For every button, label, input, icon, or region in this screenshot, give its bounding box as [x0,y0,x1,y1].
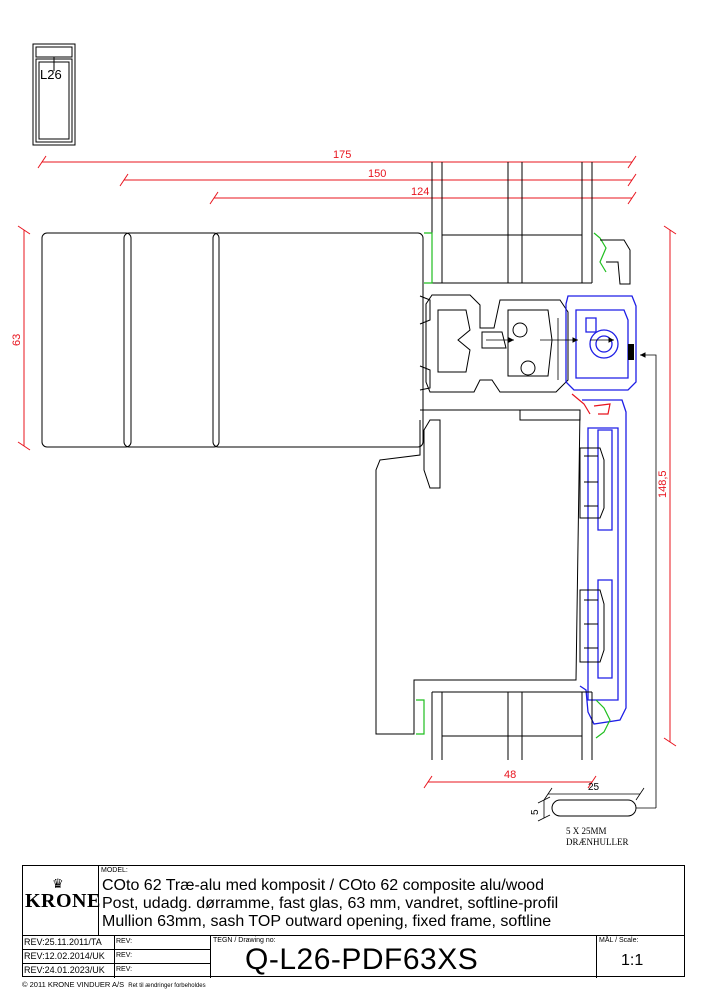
model-line-3: Mullion 63mm, sash TOP outward opening, … [102,913,552,930]
scale-value: 1:1 [621,952,644,969]
top-cap-profile [600,239,631,285]
dim-48: 48 [504,769,516,781]
crown-icon: ♛ [52,876,64,891]
technical-drawing: L26 175 150 124 63 148,5 48 [11,43,677,847]
glazing-bottom [431,691,593,760]
model-cell: MODEL: COto 62 Træ-alu med komposit / CO… [99,866,685,936]
drain-dims [537,787,645,822]
dim-175: 175 [333,149,351,161]
krone-logo: KRONE [25,890,101,912]
wood-frame [41,232,424,448]
rights-note: Ret til ændringer forbeholdes [128,983,206,989]
drain-note-line1: 5 X 25MM [566,826,607,836]
drawing-no-label: TEGN / Drawing no: [213,937,276,944]
scale-cell: MÅL / Scale: 1:1 [597,936,685,978]
model-line-1: COto 62 Træ-alu med komposit / COto 62 c… [102,877,544,894]
key-diagram [32,43,76,146]
dim-148-5: 148,5 [657,470,669,498]
model-label: MODEL: [101,867,128,874]
logo-cell: ♛ KRONE [23,866,101,936]
rev-blank-2: REV: [115,950,211,964]
rev-cell-2: REV:12.02.2014/UK [23,950,115,964]
gasket-bottom [416,699,611,739]
drain-slot [551,799,637,817]
drainage-arrows [486,318,657,809]
drawing-no-cell: TEGN / Drawing no: Q-L26-PDF63XS [211,936,597,978]
rev-cell-1: REV:25.11.2011/TA [23,936,115,950]
key-diagram-label: L26 [40,67,62,82]
drawing-no: Q-L26-PDF63XS [245,943,479,976]
dimension-lines [17,155,677,789]
red-gaskets [571,393,611,415]
dim-63: 63 [11,334,23,346]
sash-seal-black [628,344,634,360]
drain-note-line2: DRÆNHULLER [566,837,629,847]
dim-150: 150 [368,168,386,180]
post-profile [375,294,581,735]
gasket-top [424,232,607,284]
rev-blank-1: REV: [115,936,211,950]
glazing-beads [579,447,605,663]
model-line-2: Post, udadg. dørramme, fast glas, 63 mm,… [102,895,559,912]
dim-124: 124 [411,186,429,198]
dim-25: 25 [588,782,600,793]
glazing-top [431,162,593,284]
footer: © 2011 KRONE VINDUER A/S Ret til ændring… [22,980,206,989]
scale-label: MÅL / Scale: [599,937,639,944]
title-block: ♛ KRONE MODEL: COto 62 Træ-alu med kompo… [22,865,685,978]
rev-blank-3: REV: [115,964,211,978]
copyright: © 2011 KRONE VINDUER A/S [22,980,125,989]
rev-cell-3: REV:24.01.2023/UK [23,964,115,978]
dim-5: 5 [530,809,541,815]
